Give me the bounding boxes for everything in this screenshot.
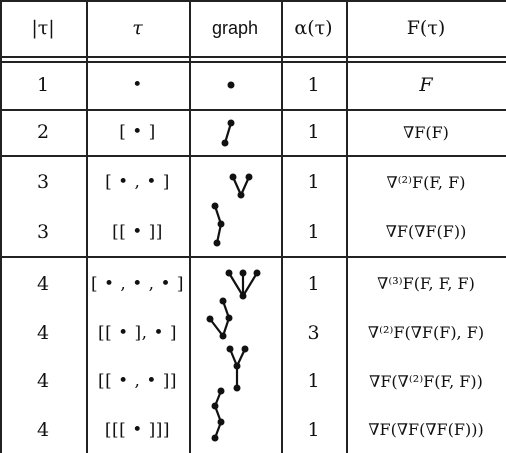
- row-8-F: ∇F(∇F(∇F(F))): [368, 420, 484, 439]
- row-2-order: 2: [36, 121, 50, 143]
- row-2-graph: [221, 119, 235, 147]
- row-5-tree: [ • , • , • ]: [90, 273, 185, 294]
- left-border: [0, 0, 2, 453]
- row-4-F: ∇F(∇F(F)): [385, 222, 467, 241]
- row-1-alpha: 1: [307, 74, 320, 96]
- row-3-order: 3: [36, 171, 50, 193]
- row-5-order: 4: [36, 272, 50, 295]
- row-7-graph: [226, 345, 249, 392]
- row-8-order: 4: [36, 418, 50, 441]
- header-order: |τ|: [31, 17, 55, 39]
- row-7-tree: [[ • , • ]]: [97, 371, 178, 391]
- row-4-alpha: 1: [307, 220, 320, 243]
- column-divider-4: [346, 0, 348, 453]
- header-rule-2: [0, 61, 506, 63]
- column-divider-2: [189, 0, 191, 453]
- row-3-tree: [ • , • ]: [105, 172, 170, 192]
- row-rule-2: [0, 155, 506, 157]
- row-8-alpha: 1: [307, 418, 320, 441]
- header-alpha: α(τ): [294, 17, 333, 39]
- row-7-alpha: 1: [307, 370, 320, 392]
- row-2-alpha: 1: [307, 121, 320, 143]
- row-6-graph: [206, 297, 233, 340]
- row-rule-1: [0, 109, 506, 111]
- row-5-alpha: 1: [307, 272, 320, 295]
- row-1-order: 1: [36, 74, 50, 96]
- row-5-graph: [225, 269, 261, 300]
- row-2-F: ∇F(F): [403, 122, 449, 142]
- row-5-F: ∇⁽³⁾F(F, F, F): [377, 274, 475, 293]
- top-rule: [0, 0, 506, 2]
- row-1-graph: [227, 81, 235, 89]
- row-8-graph: [211, 387, 225, 442]
- row-3-F: ∇⁽²⁾F(F, F): [386, 172, 466, 192]
- row-4-graph: [211, 202, 225, 247]
- row-2-tree: [ • ]: [119, 122, 156, 142]
- group-rule-order-4: [0, 256, 506, 258]
- row-6-tree: [[ • ], • ]: [97, 322, 178, 343]
- header-elementary-differential: F(τ): [406, 17, 446, 39]
- row-1-tree: •: [132, 75, 143, 95]
- row-4-order: 3: [36, 220, 50, 243]
- row-3-graph: [229, 173, 253, 199]
- row-6-order: 4: [36, 321, 50, 344]
- column-divider-3: [281, 0, 283, 453]
- row-6-alpha: 3: [307, 321, 320, 344]
- header-rule-1: [0, 56, 506, 58]
- row-7-order: 4: [36, 370, 50, 392]
- column-divider-1: [86, 0, 88, 453]
- row-1-F: F: [419, 74, 433, 96]
- row-3-alpha: 1: [307, 171, 320, 193]
- row-4-tree: [[ • ]]: [112, 221, 163, 242]
- header-tree: τ: [132, 17, 143, 39]
- header-graph: graph: [211, 17, 259, 38]
- row-6-F: ∇⁽²⁾F(∇F(F), F): [367, 323, 485, 342]
- row-7-F: ∇F(∇⁽²⁾F(F, F)): [369, 371, 483, 391]
- row-8-tree: [[[ • ]]]: [104, 419, 171, 440]
